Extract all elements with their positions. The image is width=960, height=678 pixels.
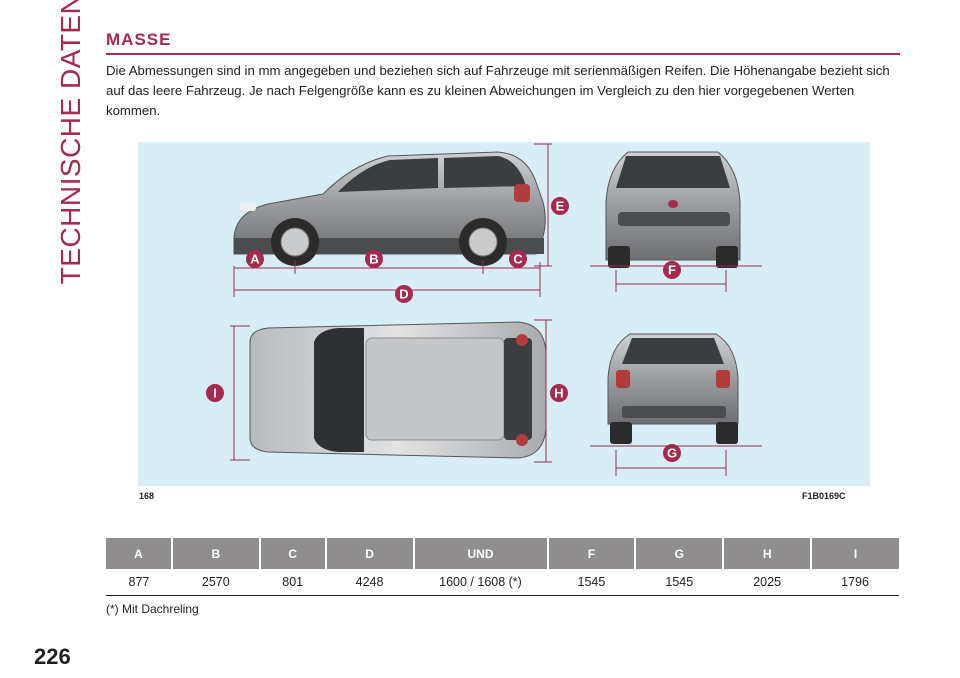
table-cell: 1545 (547, 569, 636, 596)
table-cell: 1796 (811, 569, 899, 596)
badge-h-label: H (554, 386, 563, 401)
table-header-cell: A (106, 538, 172, 569)
badge-i: I (206, 384, 224, 402)
footnote: (*) Mit Dachreling (106, 602, 199, 616)
page-number: 226 (34, 644, 71, 669)
badge-a: A (246, 250, 264, 268)
badge-b-label: B (369, 252, 378, 267)
badge-g: G (663, 444, 681, 462)
badge-g-label: G (667, 446, 677, 461)
top-view-car (249, 321, 547, 459)
table-header-cell: UND (412, 538, 548, 569)
table-header-cell: C (258, 538, 326, 569)
side-dimension-lines (233, 143, 552, 297)
table-header-cell: F (546, 538, 636, 569)
dimensions-table: A B C D UND F G H I 877 2570 801 4248 16… (106, 538, 899, 596)
table-header-row: A B C D UND F G H I (106, 538, 899, 569)
badge-c: C (509, 250, 527, 268)
badge-c-label: C (513, 252, 523, 267)
badge-b: B (365, 250, 383, 268)
table-cell: 877 (106, 569, 172, 596)
badge-a-label: A (250, 252, 260, 267)
front-view-car (605, 151, 741, 268)
table-header-cell: D (324, 538, 414, 569)
badge-i-label: I (213, 386, 217, 401)
table-header-cell: B (170, 538, 260, 569)
badge-f-label: F (668, 263, 676, 278)
side-view-car (233, 151, 546, 266)
table-header-cell: H (722, 538, 812, 569)
table-cell: 2570 (171, 569, 260, 596)
figure-number: 168 (139, 491, 155, 501)
badge-d: D (395, 285, 413, 303)
dimensions-figure: A B C D E F G H (138, 142, 870, 486)
section-tab: TECHNISCHE DATEN (54, 0, 88, 284)
rear-view-car (607, 333, 739, 444)
table-header-cell: G (634, 538, 724, 569)
table-cell: 801 (259, 569, 326, 596)
table-cell: 2025 (723, 569, 812, 596)
table-row: 877 2570 801 4248 1600 / 1608 (*) 1545 1… (106, 569, 899, 596)
badge-d-label: D (399, 287, 408, 302)
table-cell: 1545 (635, 569, 724, 596)
table-header-cell: I (810, 538, 899, 569)
table-cell: 1600 / 1608 (*) (413, 569, 548, 596)
intro-paragraph: Die Abmessungen sind in mm angegeben und… (106, 63, 890, 118)
section-heading-text: MASSE (106, 30, 172, 49)
badge-e-label: E (556, 199, 565, 214)
dimensions-diagram: A B C D E F G H (206, 143, 762, 476)
top-dimension-lines (230, 319, 552, 463)
section-heading: MASSE (106, 29, 900, 55)
badge-f: F (663, 261, 681, 279)
badge-h: H (550, 384, 568, 402)
badge-e: E (551, 197, 569, 215)
section-tab-label: TECHNISCHE DATEN (55, 0, 86, 285)
figure-code: F1B0169C (802, 491, 846, 501)
table-cell: 4248 (325, 569, 414, 596)
